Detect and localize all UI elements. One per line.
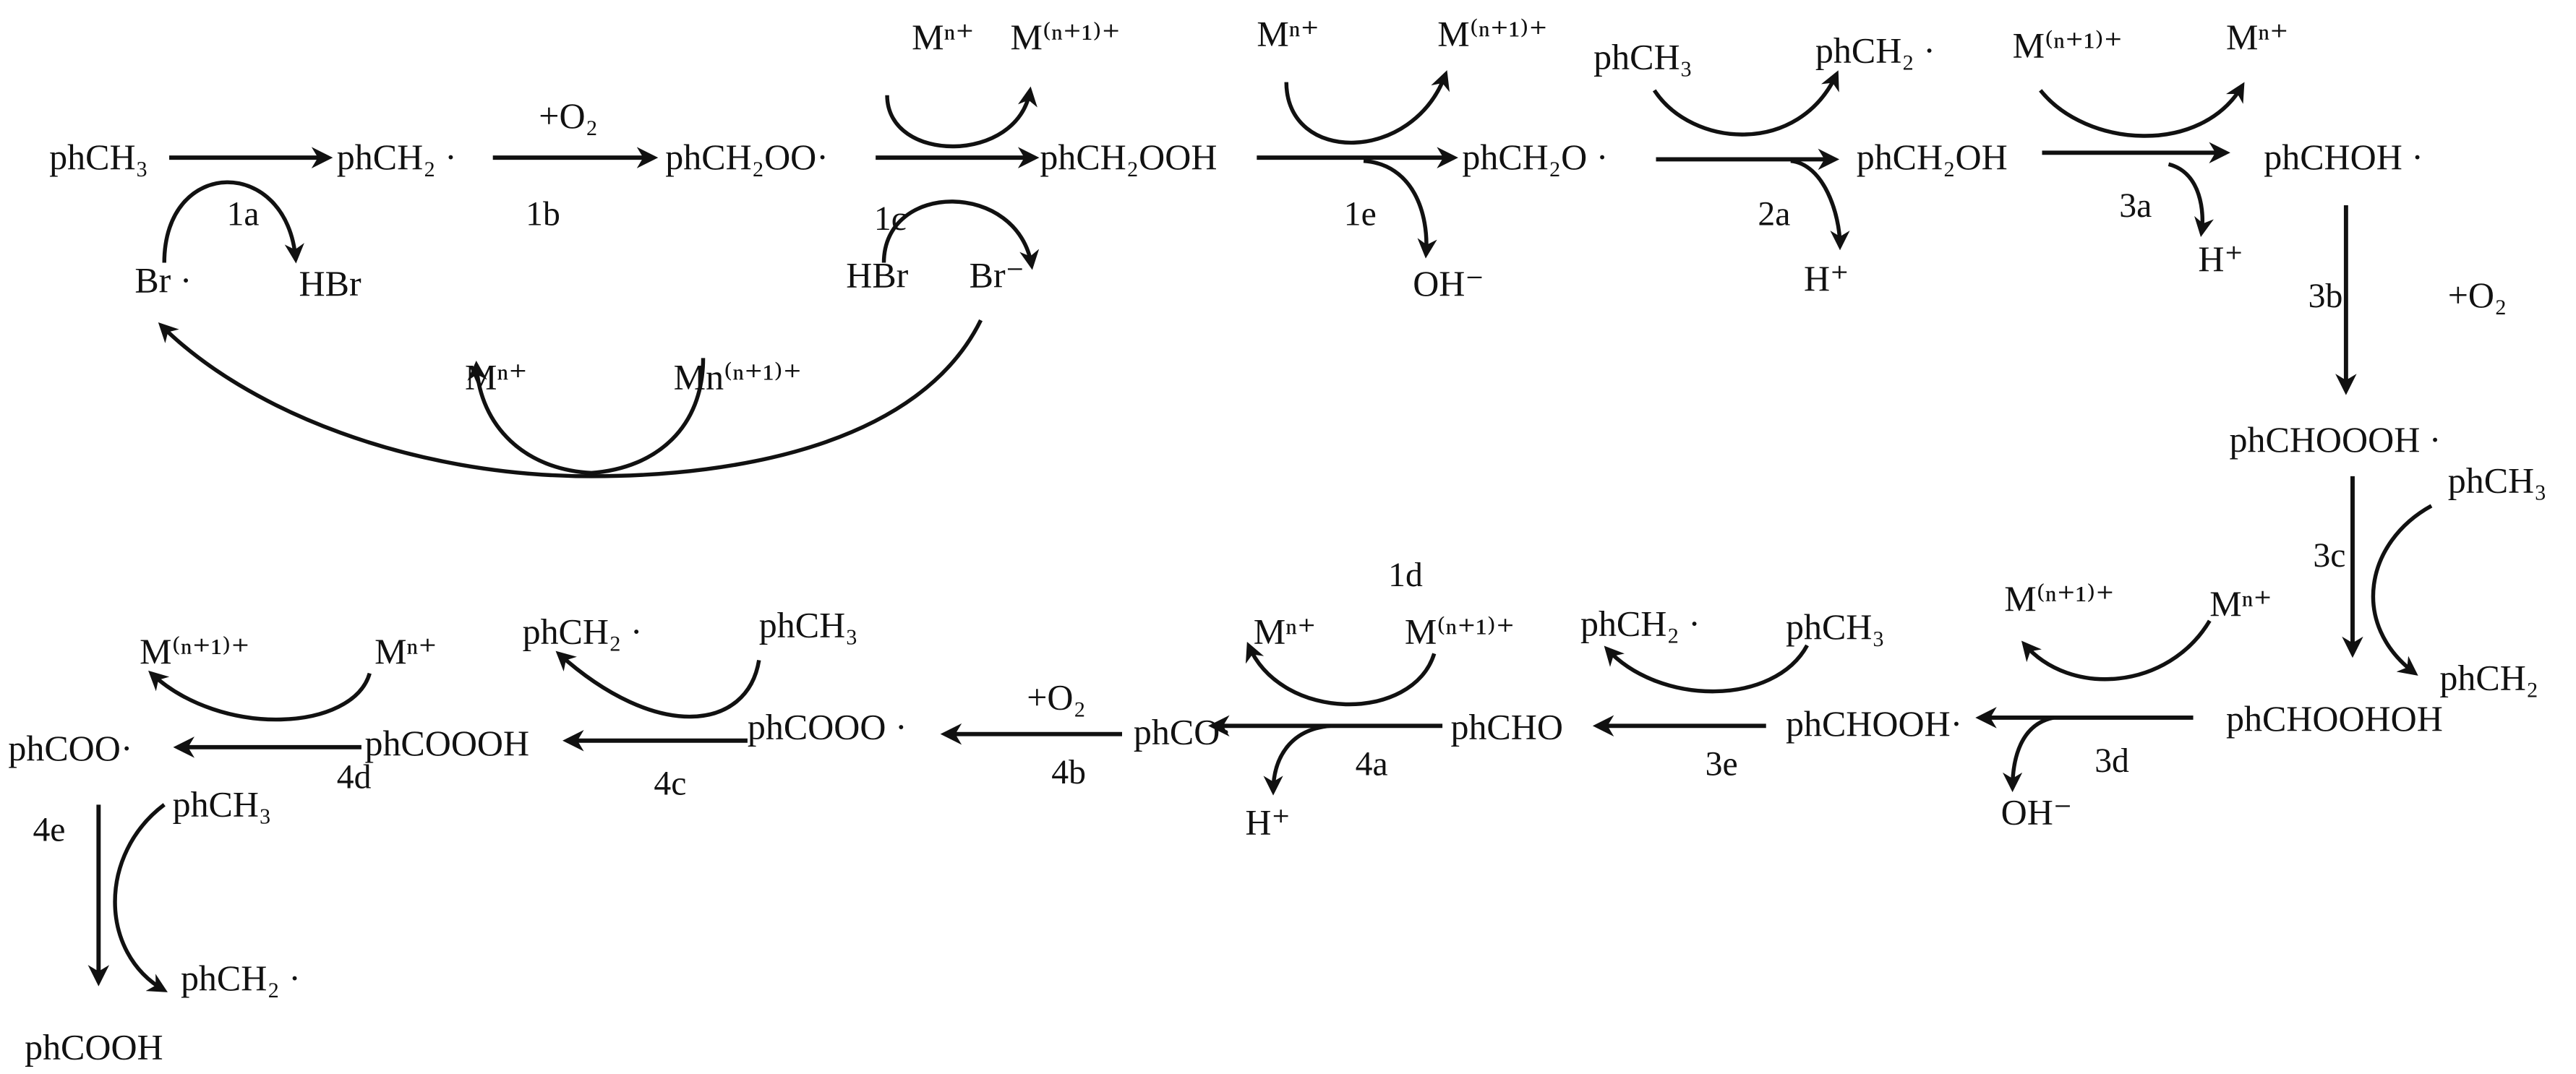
reagent-br-radical: Br ·	[134, 259, 192, 300]
reagent-m-3d-in: Mⁿ⁺	[2209, 583, 2272, 624]
step-label-1d: 1d	[1388, 556, 1423, 594]
species-phchooooh-radical: phCHOOOH ·	[2230, 419, 2442, 460]
species-toluene-3c: phCH₃	[2448, 460, 2547, 501]
curve-3a-top	[2039, 82, 2245, 138]
step-label-2a: 2a	[1758, 194, 1790, 233]
row1-arrows	[169, 142, 2363, 658]
reagent-m-4d-out: M⁽ⁿ⁺¹⁾⁺	[140, 631, 249, 671]
reagent-h-2a: H⁺	[1804, 258, 1849, 298]
reagent-m-4a-out: Mⁿ⁺	[1254, 611, 1317, 652]
curve-1d-outer	[158, 319, 983, 478]
step-labels: 1a 1b 1c 1d 1e 2a 3a 3b 3c 3d 3e 4a 4b 4…	[33, 186, 2345, 849]
reagent-o2-4b: +O₂	[1027, 677, 1086, 718]
reagent-benzyl-4c: phCH₂ ·	[523, 611, 643, 652]
step-label-4a: 4a	[1356, 744, 1388, 783]
species-toluene-4e: phCH₃	[173, 783, 272, 824]
reagent-mn-1d-in: Mn⁽ⁿ⁺¹⁾⁺	[674, 357, 802, 398]
species-benzyl-alcohol: phCH₂OH	[1857, 137, 2008, 177]
species: phCH₃ phCH₂ · phCH₂OO· phCH₂OOH phCH₂O ·…	[8, 137, 2546, 1067]
step-label-3d: 3d	[2094, 742, 2129, 780]
curve-3c	[2371, 504, 2433, 676]
curve-3a-bottom	[2168, 162, 2214, 238]
curve-4a-bottom	[1263, 723, 1331, 796]
reagent-toluene-3e: phCH₃	[1786, 606, 1885, 647]
step-label-4e: 4e	[33, 810, 65, 849]
species-benzylperoxy-radical: phCH₂OO·	[665, 137, 829, 177]
curve-1d-inner	[467, 358, 706, 476]
reagent-m-1c-in: Mⁿ⁺	[912, 17, 975, 57]
step-label-1b: 1b	[526, 194, 560, 233]
species-benzyl-hydroperoxide: phCH₂OOH	[1040, 137, 1217, 177]
reagent-m-4a-in: M⁽ⁿ⁺¹⁾⁺	[1405, 611, 1515, 652]
curve-4e	[113, 803, 168, 992]
curve-3d-top	[2021, 619, 2212, 682]
curve-1c-top	[885, 86, 1037, 149]
step-label-3c: 3c	[2313, 536, 2345, 575]
step-label-4d: 4d	[337, 758, 372, 796]
reagent-br-anion: Br⁻	[970, 255, 1024, 296]
curve-3e-top	[1604, 644, 1809, 694]
curve-4c-top	[555, 650, 761, 719]
reagent-oh-3d: OH⁻	[2001, 792, 2073, 833]
reagent-toluene-2a: phCH₃	[1593, 36, 1693, 77]
reagent-m-3a-in: M⁽ⁿ⁺¹⁾⁺	[2013, 25, 2123, 66]
step-label-4b: 4b	[1051, 753, 1086, 791]
species-benzoic-acid: phCOOH	[25, 1027, 163, 1067]
curve-2a-bottom	[1790, 158, 1850, 251]
curve-1e-top	[1284, 70, 1450, 145]
species-benzyl-radical: phCH₂ ·	[337, 137, 457, 177]
species-benzoyloxy-radical: phCOO·	[8, 728, 132, 768]
reagent-benzyl-2a: phCH₂ ·	[1815, 30, 1935, 70]
step-label-1a: 1a	[227, 194, 260, 233]
reagent-m-1c-out: M⁽ⁿ⁺¹⁾⁺	[1010, 17, 1120, 57]
curve-4a-top	[1245, 641, 1437, 707]
step-label-1e: 1e	[1344, 194, 1377, 233]
reagent-toluene-4c: phCH₃	[759, 605, 858, 645]
row2-arrows	[87, 707, 2194, 987]
species-toluene: phCH₃	[49, 137, 148, 177]
species-benzyl-3c: phCH₂	[2439, 657, 2538, 697]
reagent-o2-3b: +O₂	[2448, 275, 2507, 315]
step-label-3e: 3e	[1706, 744, 1738, 783]
reagent-oh-1e: OH⁻	[1413, 263, 1484, 304]
curve-1e-bottom	[1363, 158, 1437, 259]
step-label-4c: 4c	[654, 765, 686, 803]
species-benzyloxy-radical: phCH₂O ·	[1462, 137, 1608, 177]
reagent-m-1e-in: Mⁿ⁺	[1257, 14, 1319, 54]
reagent-h-4a: H⁺	[1245, 802, 1290, 842]
species-phchooh-radical: phCHOOH·	[1786, 703, 1962, 744]
species-benzoyl-radical: phCO·	[1134, 711, 1232, 752]
curve-2a-top	[1652, 70, 1839, 137]
species-benzyl-4e: phCH₂ ·	[181, 958, 301, 998]
curve-1c-bottom	[881, 199, 1040, 270]
step-label-1c: 1c	[874, 199, 907, 238]
step-label-3a: 3a	[2119, 186, 2152, 225]
reagents: Br · HBr HBr Br⁻ Mⁿ⁺ M⁽ⁿ⁺¹⁾⁺ Mⁿ⁺ Mn⁽ⁿ⁺¹⁾…	[134, 14, 2507, 843]
species-benzaldehyde: phCHO	[1450, 706, 1562, 747]
species-perbenzoic-acid: phCOOOH	[364, 723, 529, 763]
curve-1a	[162, 180, 304, 264]
reagent-m-3d-out: M⁽ⁿ⁺¹⁾⁺	[2004, 578, 2114, 619]
reagent-m-1d-out: Mⁿ⁺	[465, 357, 528, 398]
reagent-m-4d-in: Mⁿ⁺	[375, 631, 437, 671]
curved-arrows	[113, 70, 2433, 992]
reagent-o2-1b: +O₂	[539, 95, 598, 136]
reagent-hbr-1a: HBr	[299, 263, 361, 304]
curve-4d-top	[148, 670, 372, 722]
reagent-m-3a-out: Mⁿ⁺	[2226, 17, 2289, 57]
reagent-m-1e-out: M⁽ⁿ⁺¹⁾⁺	[1437, 14, 1547, 54]
species-phchoohoh: phCHOOHOH	[2226, 698, 2443, 739]
reagent-h-3a: H⁺	[2198, 239, 2243, 279]
reagent-hbr-1c: HBr	[846, 255, 908, 296]
curve-3d-bottom	[2002, 716, 2055, 793]
species-benzoylperoxy-radical: phCOOO ·	[748, 706, 907, 747]
step-label-3b: 3b	[2308, 277, 2343, 315]
species-hydroxybenzyl-radical: phCHOH ·	[2264, 137, 2423, 177]
reagent-benzyl-3e: phCH₂ ·	[1580, 603, 1700, 643]
